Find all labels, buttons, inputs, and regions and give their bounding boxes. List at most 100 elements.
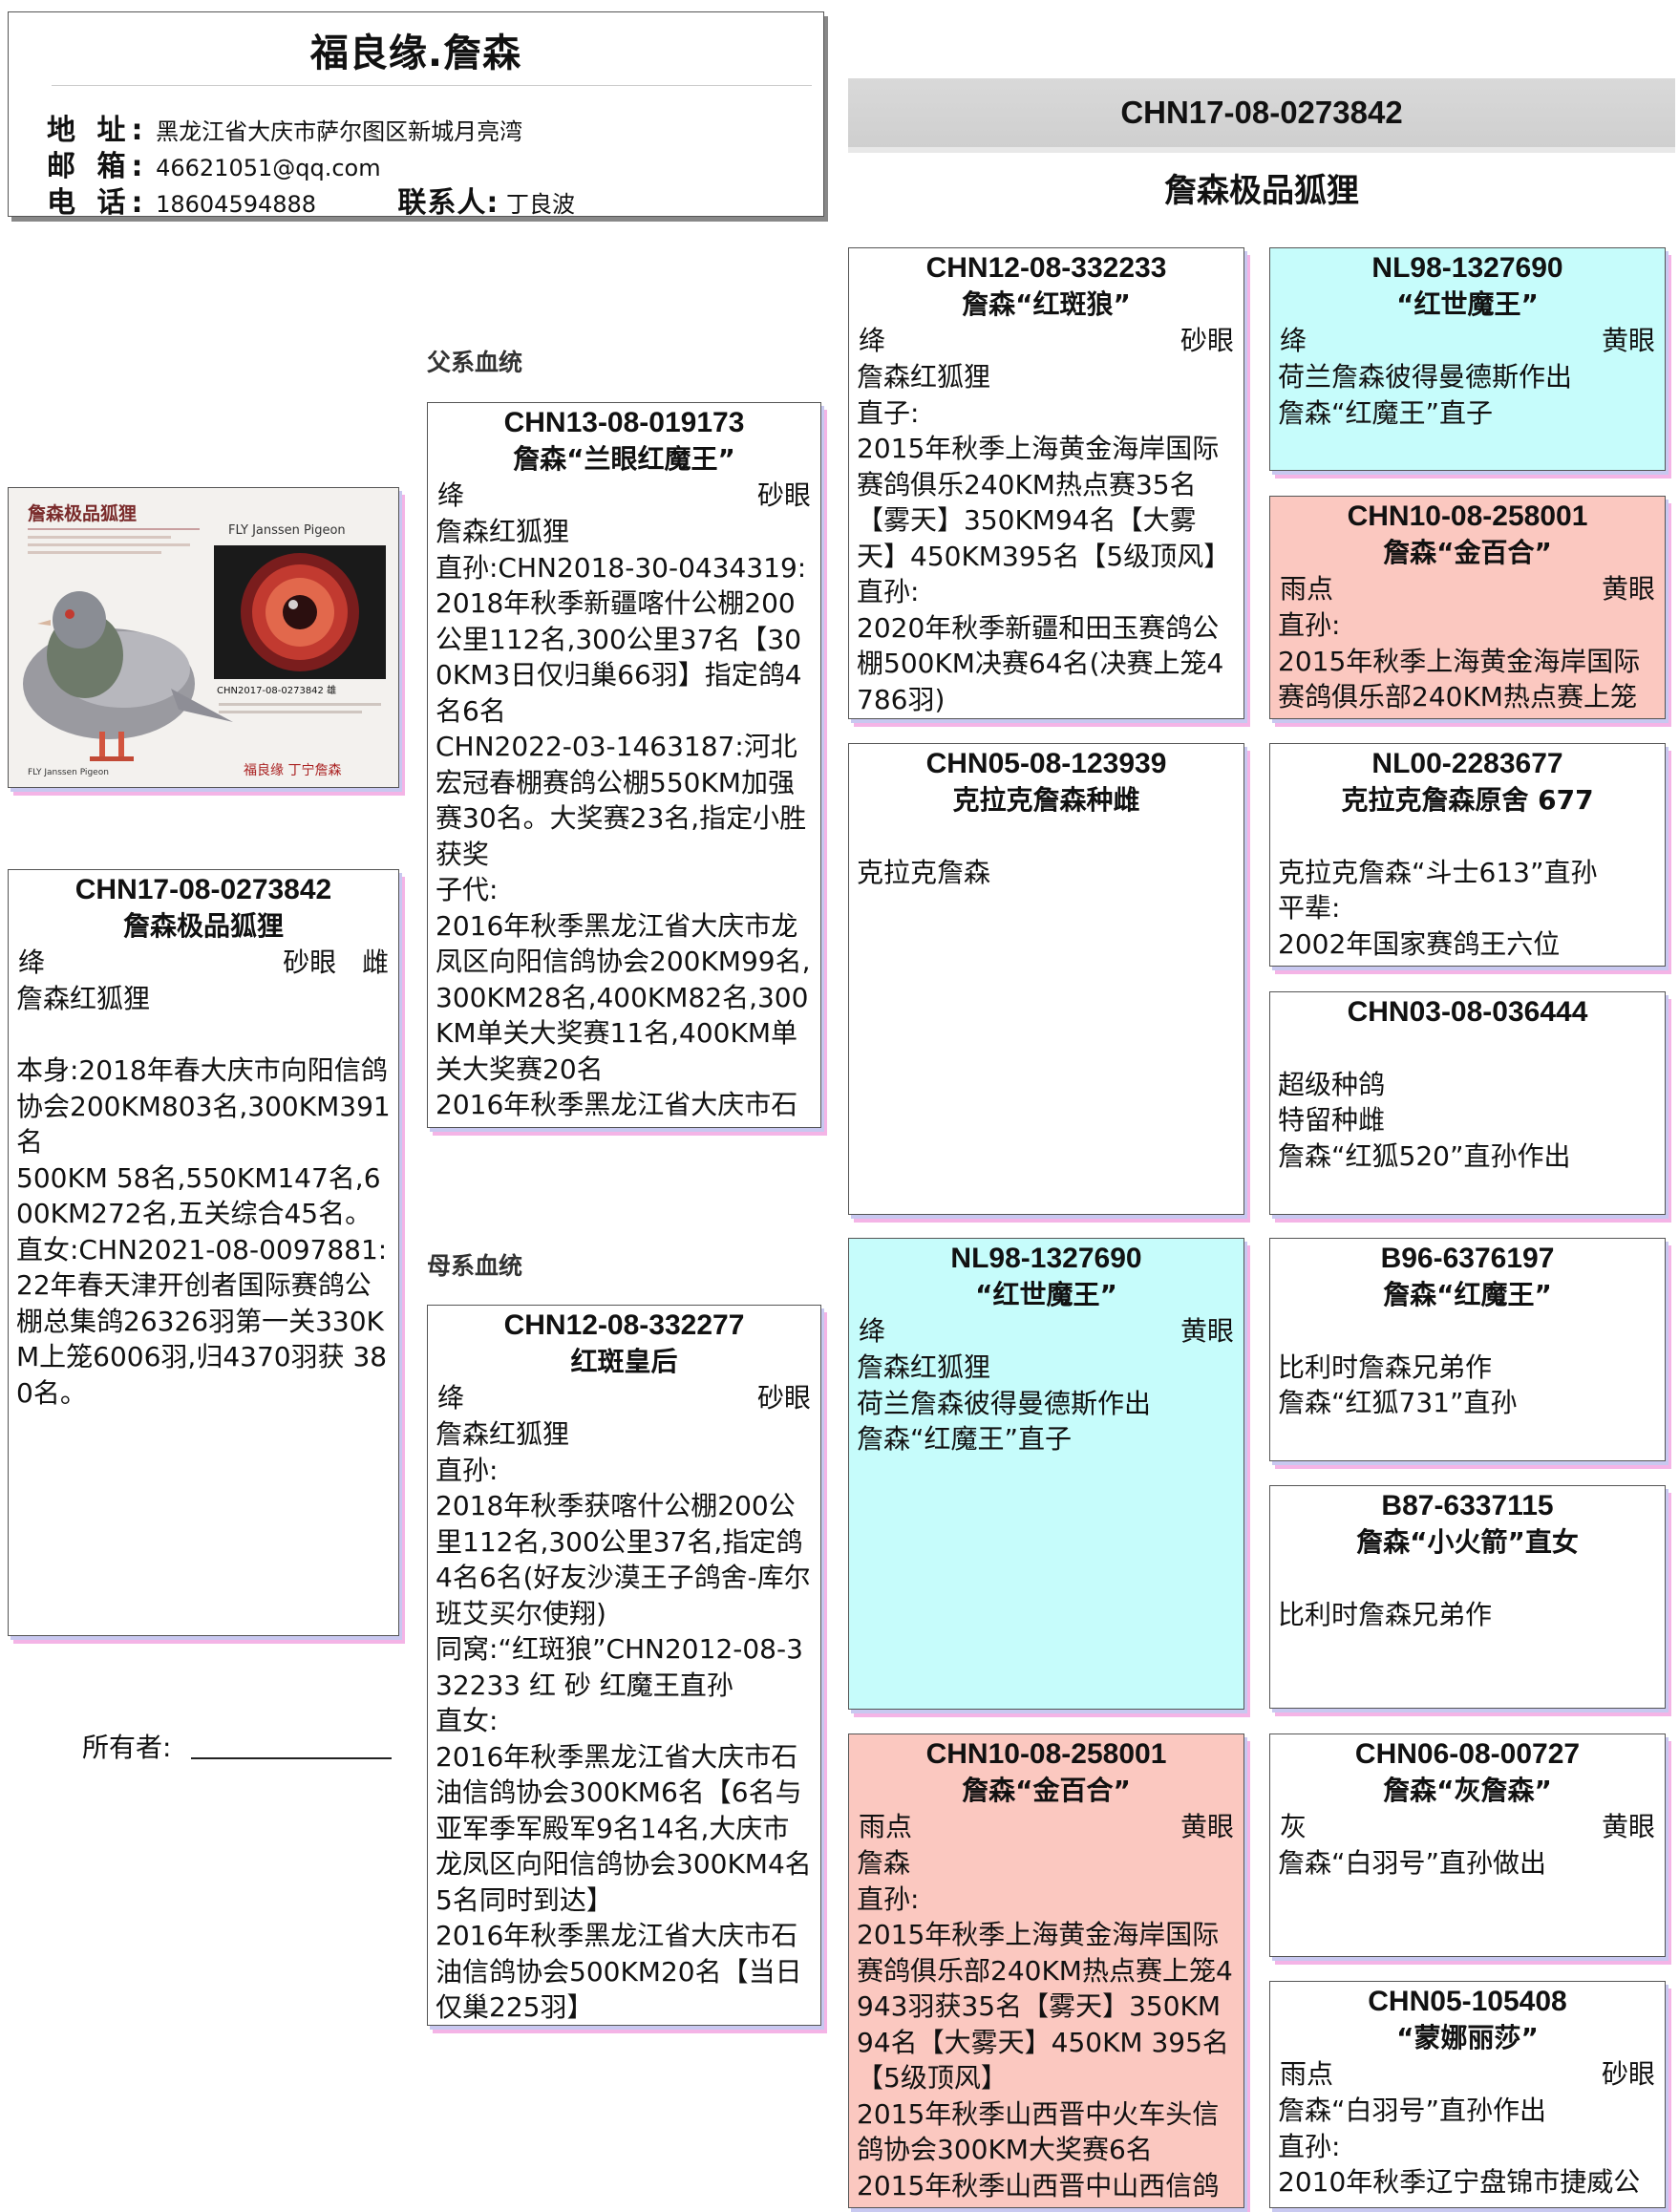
ring-number: CHN03-08-036444: [1347, 996, 1588, 1028]
father-line-label: 父系血统: [427, 349, 523, 376]
feather-color: 绛: [18, 946, 46, 978]
sex: 雌: [361, 946, 389, 978]
ring-number: NL98-1327690: [950, 1243, 1142, 1274]
dds-card[interactable]: CHN06-08-00727 詹森“灰詹森” 灰 黄眼 詹森“白羽号”直孙做出: [1269, 1733, 1666, 1957]
pigeon-name: 詹森“红魔王”: [1383, 1279, 1552, 1310]
pigeon-notes: 詹森红狐狸 荷兰詹森彼得曼德斯作出 詹森“红魔王”直子: [857, 1351, 1152, 1455]
pigeon-notes: 比利时詹森兄弟作: [1278, 1598, 1493, 1630]
dam-sire-card[interactable]: NL98-1327690 “红世魔王” 绛 黄眼 詹森红狐狸 荷兰詹森彼得曼德斯…: [848, 1238, 1244, 1710]
eye-type: 黄眼: [1601, 573, 1655, 605]
eye-type: 黄眼: [1601, 1811, 1655, 1842]
eye-type: 黄眼: [1601, 325, 1655, 356]
mother-line-label: 母系血统: [427, 1252, 523, 1280]
breeder-title: 福良缘.詹森: [309, 32, 522, 75]
eye-type: 黄眼: [1180, 1811, 1234, 1842]
attributes-row: 绛 黄眼: [849, 1313, 1243, 1350]
feather-color: 灰: [1280, 1811, 1307, 1842]
pedigree-banner-ring: CHN17-08-0273842: [848, 78, 1675, 147]
eye-type: 砂眼: [1180, 325, 1234, 356]
attributes-row: 绛 砂眼: [428, 478, 820, 514]
photo-ring-tag: CHN2017-08-0273842 雄: [217, 684, 336, 696]
contact-label: 联系人:: [397, 186, 499, 220]
pigeon-notes: 直孙: 2015年秋季上海黄金海岸国际赛鸽俱乐部240KM热点赛上笼: [1278, 609, 1641, 713]
pigeon-notes: 克拉克詹森“斗士613”直孙 平辈: 2002年国家赛鸽王六位: [1278, 856, 1598, 960]
pigeon-notes: 超级种鸽 特留种雌 詹森“红狐520”直孙作出: [1278, 1068, 1571, 1172]
feather-color: 绛: [1280, 325, 1307, 356]
header-divider: [52, 85, 812, 86]
subject-card[interactable]: CHN17-08-0273842 詹森极品狐狸 绛 砂眼 雌 詹森红狐狸 本身:…: [8, 869, 399, 1636]
pigeon-notes: 詹森红狐狸 直孙: 2018年秋季获喀什公棚200公里112名,300公里37名…: [436, 1418, 812, 2023]
photo-title: 詹森极品狐狸: [28, 502, 137, 524]
feather-color: 绛: [859, 1315, 886, 1347]
pigeon-photo-art: 詹森极品狐狸 FLY Janssen Pigeon CHN2017-08-027…: [9, 488, 398, 787]
feather-color: 绛: [437, 1382, 465, 1414]
photo-footer: FLY Janssen Pigeon: [28, 768, 109, 777]
pigeon-name: 红斑皇后: [570, 1346, 678, 1377]
pigeon-notes: 詹森红狐狸 本身:2018年春大庆市向阳信鸽协会200KM803名,300KM3…: [16, 983, 391, 1409]
pigeon-name: 克拉克詹森原舍 677: [1341, 784, 1594, 816]
eye-type: 砂眼: [756, 479, 811, 511]
pigeon-notes: 詹森“白羽号”直孙做出: [1278, 1847, 1547, 1879]
photo-subtitle: FLY Janssen Pigeon: [228, 523, 346, 538]
pigeon-name: “红世魔王”: [1396, 288, 1539, 320]
dam-card[interactable]: CHN12-08-332277 红斑皇后 绛 砂眼 詹森红狐狸 直孙: 2018…: [427, 1305, 821, 2026]
sdd-card[interactable]: CHN03-08-036444 超级种鸽 特留种雌 詹森“红狐520”直孙作出: [1269, 991, 1666, 1215]
email-value[interactable]: 46621051@qq.com: [156, 155, 381, 181]
ring-number: CHN10-08-258001: [1347, 500, 1588, 532]
ddd-card[interactable]: CHN05-105408 “蒙娜丽莎” 雨点 砂眼 詹森“白羽号”直孙作出 直孙…: [1269, 1981, 1666, 2208]
feather-color: 雨点: [1280, 2058, 1334, 2090]
dam-dam-card[interactable]: CHN10-08-258001 詹森“金百合” 雨点 黄眼 詹森 直孙: 201…: [848, 1733, 1244, 2208]
ring-number: CHN13-08-019173: [503, 407, 745, 438]
pigeon-notes: 詹森红狐狸 直孙:CHN2018-30-0434319:2018年秋季新疆喀什公…: [436, 516, 811, 1120]
sire-card[interactable]: CHN13-08-019173 詹森“兰眼红魔王” 绛 砂眼 詹森红狐狸 直孙:…: [427, 402, 821, 1128]
ring-number: NL00-2283677: [1371, 748, 1563, 779]
attributes-row: 绛 砂眼: [428, 1380, 820, 1416]
pigeon-name: 詹森“金百合”: [1383, 537, 1552, 568]
pigeon-notes: 詹森红狐狸 直子: 2015年秋季上海黄金海岸国际赛鸽俱乐240KM热点赛35名…: [857, 361, 1231, 715]
pigeon-name: 克拉克詹森种雌: [952, 784, 1140, 816]
phone-line: 电 话: 18604594888 联系人: 丁良波: [47, 179, 575, 221]
pigeon-notes: 比利时詹森兄弟作 詹森“红狐731”直孙: [1278, 1351, 1518, 1419]
photo-brand: 福良缘 丁宁詹森: [244, 762, 341, 778]
owner-signature-line[interactable]: [191, 1757, 392, 1759]
ring-number: NL98-1327690: [1371, 252, 1563, 284]
address-line: 地 址: 黑龙江省大庆市萨尔图区新城月亮湾: [47, 106, 522, 148]
contact-value: 丁良波: [505, 191, 575, 218]
dss-card[interactable]: B96-6376197 詹森“红魔王” 比利时詹森兄弟作 詹森“红狐731”直孙: [1269, 1238, 1666, 1461]
attributes-row: 绛 砂眼 雌: [9, 945, 398, 981]
pigeon-name: 詹森“红斑狼”: [962, 288, 1131, 320]
feather-color: 绛: [437, 479, 465, 511]
banner-underline: [848, 147, 1675, 153]
eye-type: 砂眼: [1601, 2058, 1655, 2090]
sds-card[interactable]: NL00-2283677 克拉克詹森原舍 677 克拉克詹森“斗士613”直孙 …: [1269, 743, 1666, 967]
eye-type: 砂眼: [283, 946, 337, 978]
attributes-row: 灰 黄眼: [1270, 1809, 1665, 1845]
pigeon-name: “蒙娜丽莎”: [1396, 2022, 1539, 2053]
ring-number: CHN12-08-332277: [503, 1309, 745, 1341]
attributes-row: 雨点 砂眼: [1270, 2056, 1665, 2093]
address-label: 地 址:: [47, 114, 149, 147]
attributes-row: 绛 砂眼: [849, 323, 1243, 359]
feather-color: 雨点: [1280, 573, 1334, 605]
phone-label: 电 话:: [47, 186, 149, 220]
pigeon-name: 詹森“兰眼红魔王”: [513, 443, 735, 475]
breeder-header: 福良缘.詹森 地 址: 黑龙江省大庆市萨尔图区新城月亮湾 邮 箱: 466210…: [8, 11, 824, 220]
phone-value: 18604594888: [156, 191, 317, 218]
pigeon-name: 詹森“灰詹森”: [1383, 1775, 1552, 1806]
attributes-row: 绛 黄眼: [1270, 323, 1665, 359]
ring-number: CHN05-08-123939: [925, 748, 1167, 779]
sire-dam-card[interactable]: CHN05-08-123939 克拉克詹森种雌 克拉克詹森: [848, 743, 1244, 1215]
feather-color: 雨点: [859, 1811, 913, 1842]
pigeon-notes: 詹森 直孙: 2015年秋季上海黄金海岸国际赛鸽俱乐部240KM热点赛上笼494…: [857, 1847, 1233, 2201]
address-value: 黑龙江省大庆市萨尔图区新城月亮湾: [156, 118, 523, 145]
email-label: 邮 箱:: [47, 150, 149, 183]
ring-number: B87-6337115: [1381, 1490, 1554, 1521]
pigeon-name: 詹森“小火箭”直女: [1356, 1526, 1579, 1558]
ring-number: CHN10-08-258001: [925, 1738, 1167, 1770]
pigeon-notes: 詹森“白羽号”直孙作出 直孙: 2010年秋季辽宁盘锦市捷威公: [1278, 2095, 1641, 2198]
sire-sire-card[interactable]: CHN12-08-332233 詹森“红斑狼” 绛 砂眼 詹森红狐狸 直子: 2…: [848, 247, 1244, 719]
ring-number: CHN17-08-0273842: [74, 874, 332, 905]
dsd-card[interactable]: B87-6337115 詹森“小火箭”直女 比利时詹森兄弟作: [1269, 1485, 1666, 1709]
sss-card[interactable]: NL98-1327690 “红世魔王” 绛 黄眼 荷兰詹森彼得曼德斯作出 詹森“…: [1269, 247, 1666, 471]
ssd-card[interactable]: CHN10-08-258001 詹森“金百合” 雨点 黄眼 直孙: 2015年秋…: [1269, 496, 1666, 719]
